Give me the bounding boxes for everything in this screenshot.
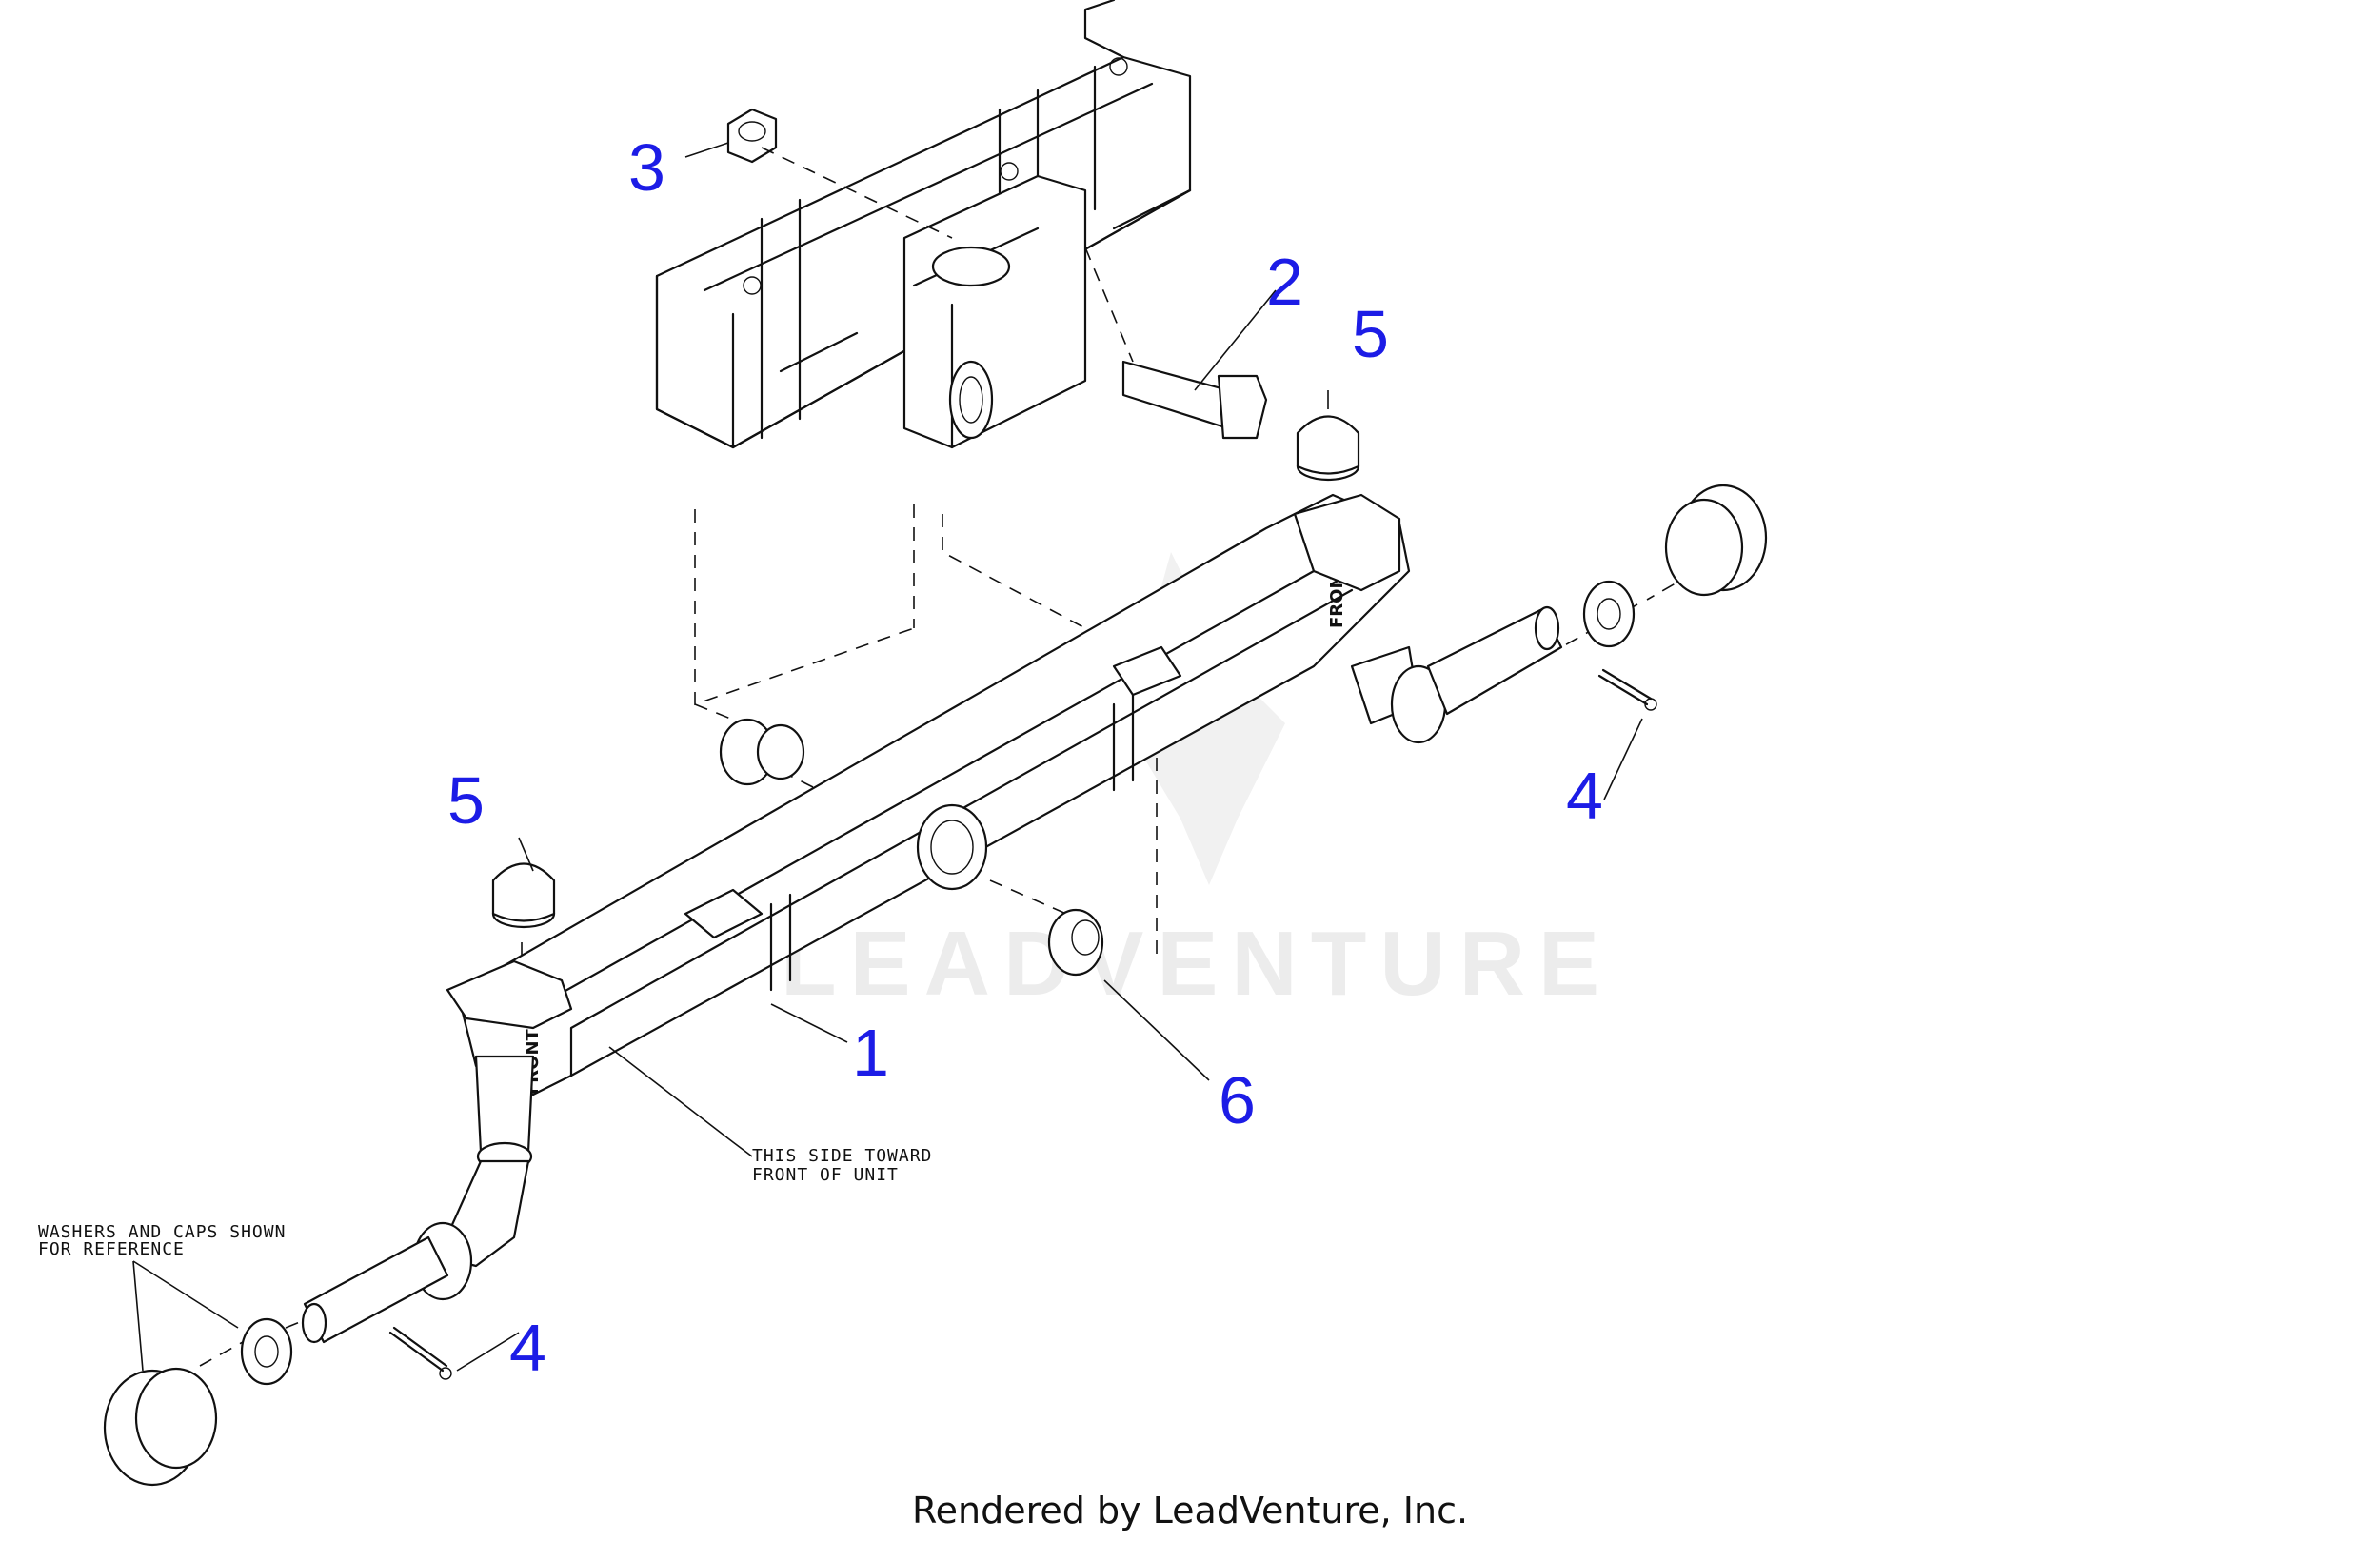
note-washers: WASHERS AND CAPS SHOWN FOR REFERENCE: [38, 1222, 286, 1259]
callout-4-right: 4: [1566, 759, 1603, 833]
callout-5-right: 5: [1352, 297, 1389, 371]
footer-credit: Rendered by LeadVenture, Inc.: [912, 1490, 1468, 1531]
dust-cap-right: [1296, 415, 1360, 482]
watermark-text: LEADVENTURE: [781, 913, 1613, 1015]
callout-labels: 3 2 5 5 4 1 6 4: [447, 130, 1603, 1385]
left-spindle: [301, 959, 573, 1344]
cotter-pin-left: [388, 1326, 452, 1380]
note-washers-line2: FOR REFERENCE: [38, 1239, 185, 1259]
leader-lines: [132, 142, 1643, 1372]
note-front-line2: FRONT OF UNIT: [752, 1165, 899, 1185]
cotter-pin-right: [1597, 668, 1657, 711]
note-front-line1: THIS SIDE TOWARD: [752, 1146, 932, 1166]
washer-left: [240, 1317, 293, 1386]
callout-1: 1: [852, 1016, 889, 1090]
front-axle: FRONT FRONT: [455, 493, 1411, 1096]
callout-5-left: 5: [447, 763, 485, 838]
axle-bracket: [655, 0, 1192, 449]
bushing-lower: [1047, 908, 1104, 977]
callout-6: 6: [1219, 1063, 1256, 1137]
callout-2: 2: [1266, 245, 1303, 319]
hex-bolt: [1121, 360, 1268, 440]
dust-cap-left: [491, 862, 556, 929]
hub-cap-left: [103, 1367, 218, 1487]
callout-4-left: 4: [509, 1311, 546, 1385]
bushing-upper: [719, 718, 805, 786]
hub-cap-right: [1664, 484, 1768, 597]
right-spindle: [1293, 493, 1563, 744]
hex-nut: [726, 108, 778, 164]
callout-3: 3: [628, 130, 665, 205]
washer-right: [1582, 580, 1636, 648]
note-washers-line1: WASHERS AND CAPS SHOWN: [38, 1222, 286, 1242]
note-front: THIS SIDE TOWARD FRONT OF UNIT: [752, 1146, 932, 1185]
